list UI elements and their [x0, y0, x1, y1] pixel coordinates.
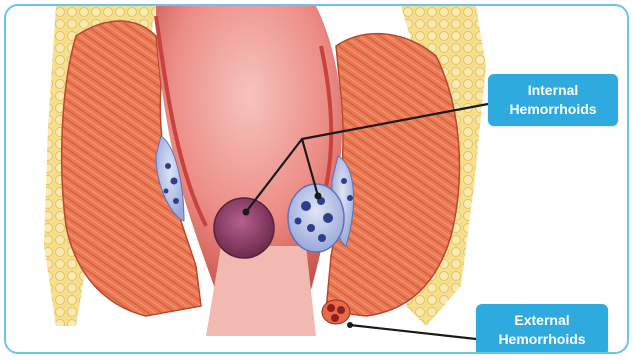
anal-canal [206, 246, 316, 336]
external-leader-line [350, 325, 476, 339]
internal-label-line2: Hemorrhoids [509, 100, 596, 119]
internal-hemorrhoid-mass [214, 198, 274, 258]
external-label-line2: Hemorrhoids [498, 330, 585, 349]
anatomy-illustration [6, 6, 629, 354]
external-label-line1: External [498, 311, 585, 330]
internal-label-line1: Internal [509, 81, 596, 100]
internal-hemorrhoids-label: Internal Hemorrhoids [488, 74, 618, 126]
external-hemorrhoid-mass [322, 300, 350, 324]
external-hemorrhoids-label: External Hemorrhoids [476, 304, 608, 354]
diagram-frame: Internal Hemorrhoids External Hemorrhoid… [4, 4, 629, 354]
